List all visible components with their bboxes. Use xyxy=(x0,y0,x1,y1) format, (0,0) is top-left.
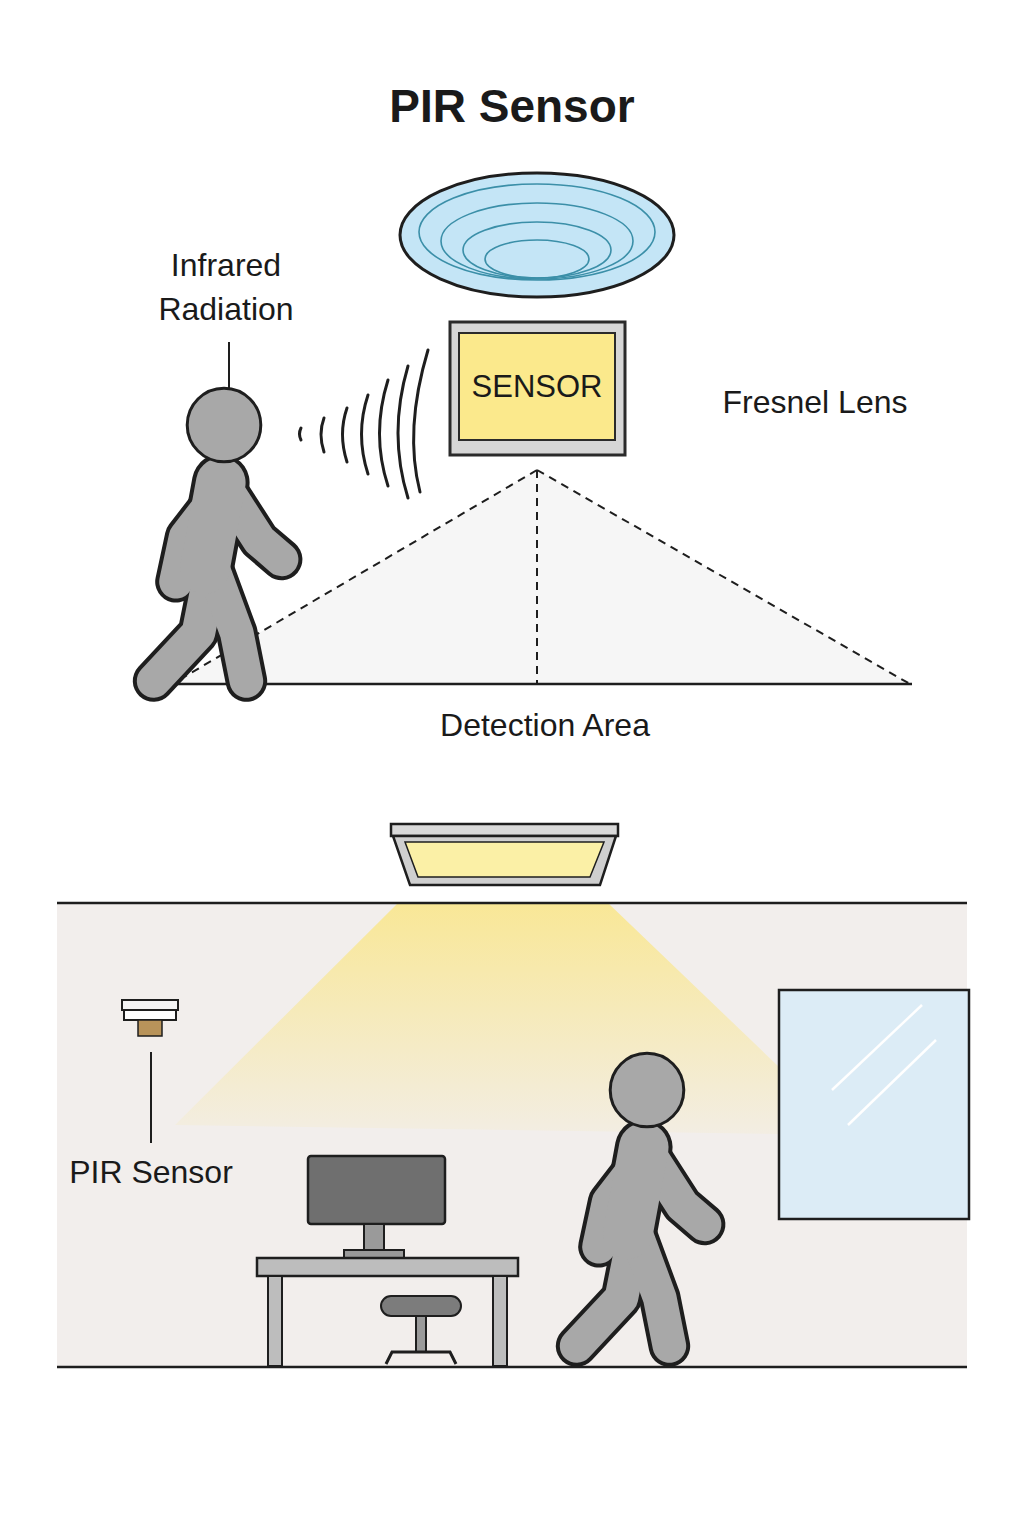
wave-arc xyxy=(343,408,348,462)
fresnel-lens xyxy=(400,173,674,297)
wave-arc xyxy=(321,418,324,452)
light-rim xyxy=(391,824,618,836)
lens-ring xyxy=(441,203,633,279)
sensor-window xyxy=(459,333,615,440)
lens-rings xyxy=(419,184,655,280)
chair-seat xyxy=(381,1296,461,1316)
torso-outline xyxy=(628,1148,644,1234)
text-label: PIR Sensor xyxy=(66,1150,236,1194)
detection-edge xyxy=(172,470,537,684)
node-text: SENSOR xyxy=(472,369,603,405)
wave-arc xyxy=(300,428,302,440)
desk-top xyxy=(257,1258,518,1276)
text-label: Detection Area xyxy=(380,703,710,747)
wave-arc xyxy=(380,380,389,486)
sensor-lens xyxy=(138,1020,162,1036)
person-figure xyxy=(577,1053,705,1346)
glass-glare xyxy=(832,1005,922,1090)
sensor-housing xyxy=(450,322,625,455)
sensor-box: SENSOR xyxy=(459,333,615,440)
monitor-screen xyxy=(308,1156,445,1224)
lens-ring xyxy=(485,240,589,278)
text-label: Fresnel Lens xyxy=(690,380,940,424)
window-pane xyxy=(779,990,969,1219)
window xyxy=(779,990,969,1219)
wave-arc xyxy=(414,350,428,492)
infrared-waves xyxy=(300,350,429,498)
ceiling-line xyxy=(57,902,967,905)
light-body xyxy=(393,836,616,885)
lens-outline xyxy=(400,173,674,297)
detection-fill xyxy=(172,470,910,684)
pir-sensor-device xyxy=(122,1000,178,1036)
floor-line xyxy=(170,683,912,686)
head xyxy=(610,1053,684,1127)
light-beam xyxy=(175,903,850,1135)
chair-base xyxy=(386,1352,456,1364)
person-figure xyxy=(154,388,282,681)
detection-edge xyxy=(537,470,910,684)
lens-ring xyxy=(463,222,611,278)
light-panel xyxy=(405,842,604,877)
leader-line xyxy=(150,1052,152,1143)
desk-leg xyxy=(493,1276,507,1366)
torso-outline xyxy=(205,483,221,569)
detection-area xyxy=(170,470,912,684)
desk xyxy=(257,1156,518,1366)
lens-ring xyxy=(419,184,655,280)
sensor-plate xyxy=(122,1000,178,1010)
floor-line xyxy=(57,1366,967,1369)
monitor-stand xyxy=(364,1224,384,1250)
head xyxy=(187,388,261,462)
glass-glare xyxy=(848,1040,936,1125)
torso xyxy=(628,1148,644,1234)
torso xyxy=(205,483,221,569)
ceiling-light xyxy=(391,824,618,885)
chair-post xyxy=(416,1316,426,1352)
diagram-title: PIR Sensor xyxy=(262,78,762,134)
text-label: Infrared Radiation xyxy=(116,243,336,331)
leader-line xyxy=(228,342,230,388)
detection-axis xyxy=(536,470,538,684)
desk-leg xyxy=(268,1276,282,1366)
wave-arc xyxy=(362,395,369,474)
wave-arc xyxy=(398,366,408,498)
sensor-plate xyxy=(124,1010,176,1020)
